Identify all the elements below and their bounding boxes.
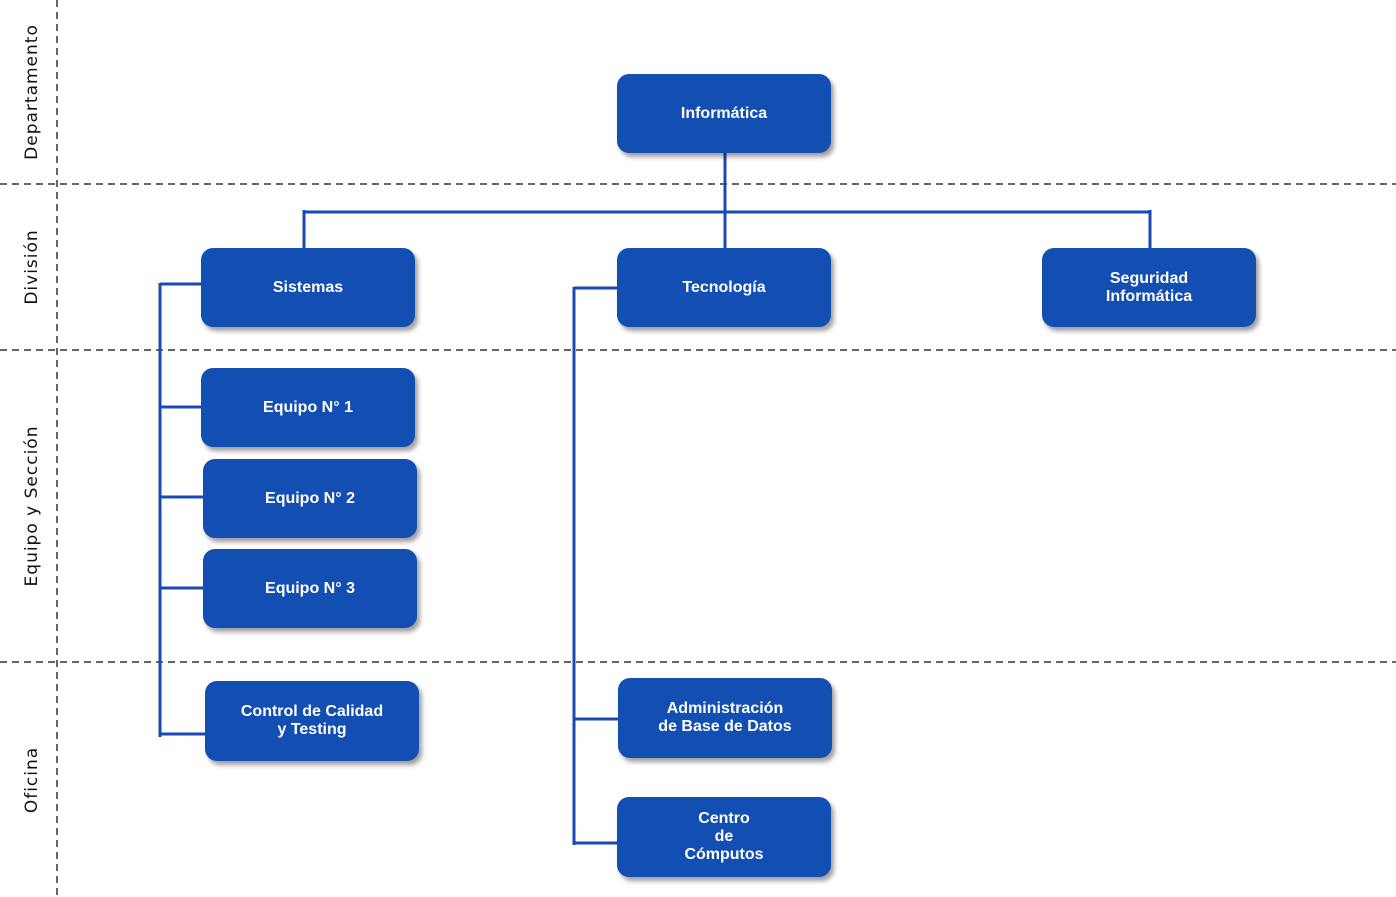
node-seguridad-informatica[interactable]: Seguridad Informática: [1042, 248, 1256, 327]
lane-label-division: División: [22, 229, 42, 304]
node-equipo-2[interactable]: Equipo N° 2: [203, 459, 417, 538]
node-equipo-3[interactable]: Equipo N° 3: [203, 549, 417, 628]
node-administracion-base-datos[interactable]: Administración de Base de Datos: [618, 678, 832, 758]
lane-label-oficina: Oficina: [22, 747, 42, 813]
node-control-calidad-testing[interactable]: Control de Calidad y Testing: [205, 681, 419, 761]
node-equipo-1[interactable]: Equipo N° 1: [201, 368, 415, 447]
node-sistemas[interactable]: Sistemas: [201, 248, 415, 327]
node-centro-computos[interactable]: Centro de Cómputos: [617, 797, 831, 877]
node-tecnologia[interactable]: Tecnología: [617, 248, 831, 327]
lane-label-departamento: Departamento: [22, 24, 42, 160]
node-informatica[interactable]: Informática: [617, 74, 831, 153]
lane-label-equipo-seccion: Equipo y Sección: [22, 426, 42, 587]
